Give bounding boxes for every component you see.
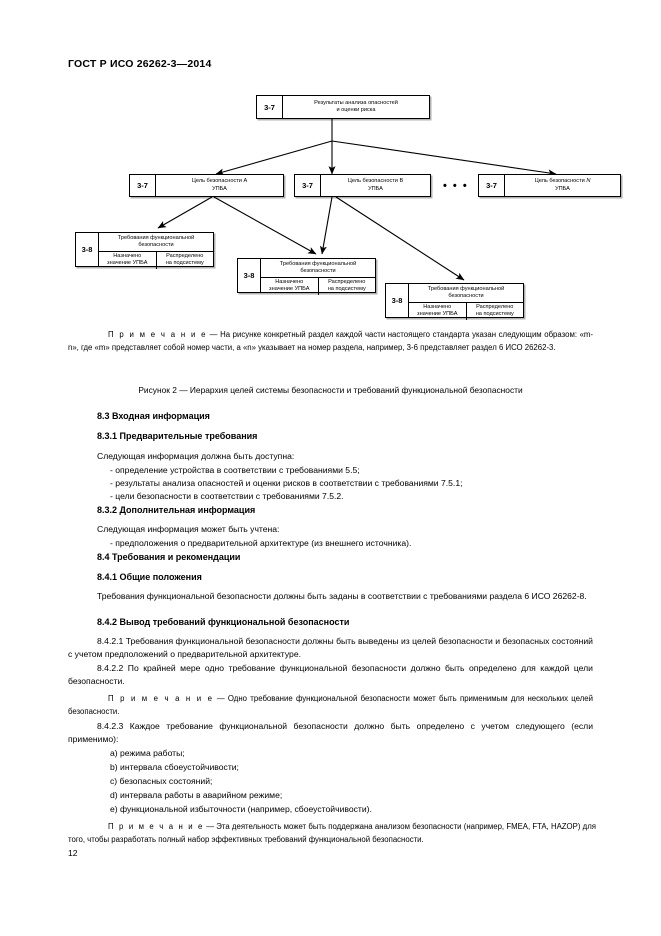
list-item: d) интервала работы в аварийном режиме; xyxy=(110,790,283,800)
heading-8-3-2: 8.3.2 Дополнительная информация xyxy=(97,505,256,515)
cell-allocated-subsystem: Распределено на подсистему xyxy=(155,251,214,270)
list-item: a) режима работы; xyxy=(110,748,185,758)
node-title-line2: безопасности xyxy=(448,292,484,299)
node-tag: 3-7 xyxy=(295,175,321,196)
heading-8-4-1: 8.4.1 Общие положения xyxy=(97,572,202,582)
node-label-line2: УПБА xyxy=(368,185,383,192)
figure-note: П р и м е ч а н и е — На рисунке конкрет… xyxy=(68,328,593,354)
diagram-connector-lines xyxy=(157,119,557,281)
node-safety-goal-n: 3-7 Цель безопасности N УПБА xyxy=(478,174,621,197)
cell-line1: Распределено xyxy=(328,279,366,286)
cell-line1: Назначено xyxy=(275,279,304,286)
cell-assigned-asil: Назначено значение УПБА xyxy=(261,278,318,296)
node-cells: Назначено значение УПБА Распределено на … xyxy=(99,251,214,270)
node-title-line2: безопасности xyxy=(138,241,174,248)
heading-8-4-2: 8.4.2 Вывод требований функциональной бе… xyxy=(97,617,350,627)
note-label: П р и м е ч а н и е xyxy=(108,822,204,831)
node-tag: 3-8 xyxy=(238,259,261,292)
cell-line2: на подсистему xyxy=(327,286,366,293)
list-item: - предположения о предварительной архите… xyxy=(110,538,412,548)
paragraph-8-4-1: Требования функциональной безопасности д… xyxy=(97,591,587,601)
page-number: 12 xyxy=(68,848,78,858)
node-label-line1: Цель безопасности В xyxy=(347,178,404,185)
node-label-line1: Цель безопасности А xyxy=(191,178,248,185)
list-item: - определение устройства в соответствии … xyxy=(110,465,360,475)
node-title: Требования функциональной безопасности xyxy=(261,259,375,278)
paragraph-8-4-2-1: 8.4.2.1 Требования функциональной безопа… xyxy=(68,636,593,660)
note-8-4-2-2: П р и м е ч а н и е — Одно требование фу… xyxy=(68,692,593,718)
cell-assigned-asil: Назначено значение УПБА xyxy=(99,252,156,270)
node-label-line2: УПБА xyxy=(555,185,570,192)
cell-line2: значение УПБА xyxy=(269,286,310,293)
paragraph-8-4-2-3: 8.4.2.3 Каждое требование функциональной… xyxy=(68,721,593,745)
heading-8-3-1: 8.3.1 Предварительные требования xyxy=(97,431,258,441)
cell-line2: значение УПБА xyxy=(417,311,458,318)
figure-caption: Рисунок 2 — Иерархия целей системы безоп… xyxy=(138,385,523,395)
node-content: Требования функциональной безопасности Н… xyxy=(409,284,523,321)
node-safety-goal-a: 3-7 Цель безопасности А УПБА xyxy=(129,174,284,197)
figure-note-text: — На рисунке конкретный раздел каждой ча… xyxy=(68,330,593,353)
note-label: П р и м е ч а н и е xyxy=(108,694,214,703)
node-hazard-analysis-results: 3-7 Результаты анализа опасностей и оцен… xyxy=(256,95,430,119)
node-functional-safety-requirement-2: 3-8 Требования функциональной безопаснос… xyxy=(237,258,376,296)
ellipsis-indicator: • • • xyxy=(443,180,469,192)
cell-assigned-asil: Назначено значение УПБА xyxy=(409,303,466,321)
node-label: Цель безопасности В УПБА xyxy=(321,175,430,196)
node-cells: Назначено значение УПБА Распределено на … xyxy=(261,277,376,296)
cell-allocated-subsystem: Распределено на подсистему xyxy=(465,302,524,321)
node-tag: 3-8 xyxy=(386,284,409,317)
node-cells: Назначено значение УПБА Распределено на … xyxy=(409,302,524,321)
node-tag: 3-8 xyxy=(76,233,99,266)
paragraph-8-4-2-2: 8.4.2.2 По крайней мере одно требование … xyxy=(68,663,593,687)
node-title-line2: безопасности xyxy=(300,267,336,274)
node-tag: 3-7 xyxy=(257,96,283,118)
node-title-line1: Требования функциональной xyxy=(117,234,195,241)
node-content: Требования функциональной безопасности Н… xyxy=(261,259,375,296)
cell-line1: Назначено xyxy=(113,253,142,260)
node-tag: 3-7 xyxy=(130,175,156,196)
note-text: — Эта деятельность может быть поддержана… xyxy=(68,822,596,845)
list-item: - цели безопасности в соответствии с тре… xyxy=(110,491,344,501)
node-label: Цель безопасности N УПБА xyxy=(505,175,620,196)
list-item: b) интервала сбоеустойчивости; xyxy=(110,762,239,772)
list-item: e) функциональной избыточности (например… xyxy=(110,804,372,814)
node-label-line2: УПБА xyxy=(212,185,227,192)
note-8-4-2-3: П р и м е ч а н и е — Эта деятельность м… xyxy=(68,820,596,846)
node-label: Цель безопасности А УПБА xyxy=(156,175,283,196)
node-label-line2: и оценки риска xyxy=(336,107,376,113)
paragraph-8-3-1-lead: Следующая информация должна быть доступн… xyxy=(97,451,295,461)
node-label-line1-pre: Цель безопасности xyxy=(534,178,587,185)
node-label: Результаты анализа опасностей и оценки р… xyxy=(283,96,429,118)
cell-line1: Назначено xyxy=(423,304,452,311)
cell-line2: значение УПБА xyxy=(107,260,148,267)
cell-line1: Распределено xyxy=(476,304,514,311)
list-item: c) безопасных состояний; xyxy=(110,776,213,786)
heading-8-3: 8.3 Входная информация xyxy=(97,411,210,421)
figure-note-label: П р и м е ч а н и е xyxy=(108,330,208,339)
node-content: Требования функциональной безопасности Н… xyxy=(99,233,213,270)
node-functional-safety-requirement-1: 3-8 Требования функциональной безопаснос… xyxy=(75,232,214,270)
cell-line2: на подсистему xyxy=(165,260,204,267)
cell-line2: на подсистему xyxy=(475,311,514,318)
node-label-line1-var: N xyxy=(586,178,591,185)
node-tag: 3-7 xyxy=(479,175,505,196)
heading-8-4: 8.4 Требования и рекомендации xyxy=(97,552,241,562)
list-item: - результаты анализа опасностей и оценки… xyxy=(110,478,463,488)
cell-line1: Распределено xyxy=(166,253,204,260)
paragraph-8-3-2-lead: Следующая информация может быть учтена: xyxy=(97,524,280,534)
node-label-line1: Результаты анализа опасностей xyxy=(314,99,398,106)
node-safety-goal-b: 3-7 Цель безопасности В УПБА xyxy=(294,174,431,197)
node-title: Требования функциональной безопасности xyxy=(409,284,523,303)
node-title-line1: Требования функциональной xyxy=(427,285,505,292)
cell-allocated-subsystem: Распределено на подсистему xyxy=(317,277,376,296)
figure-2-hierarchy-diagram: 3-7 Результаты анализа опасностей и оцен… xyxy=(0,86,661,326)
node-title: Требования функциональной безопасности xyxy=(99,233,213,252)
node-functional-safety-requirement-3: 3-8 Требования функциональной безопаснос… xyxy=(385,283,524,321)
standard-header: ГОСТ Р ИСО 26262-3—2014 xyxy=(68,58,212,70)
note-text: — Одно требование функциональной безопас… xyxy=(68,694,593,717)
node-title-line1: Требования функциональной xyxy=(279,260,357,267)
